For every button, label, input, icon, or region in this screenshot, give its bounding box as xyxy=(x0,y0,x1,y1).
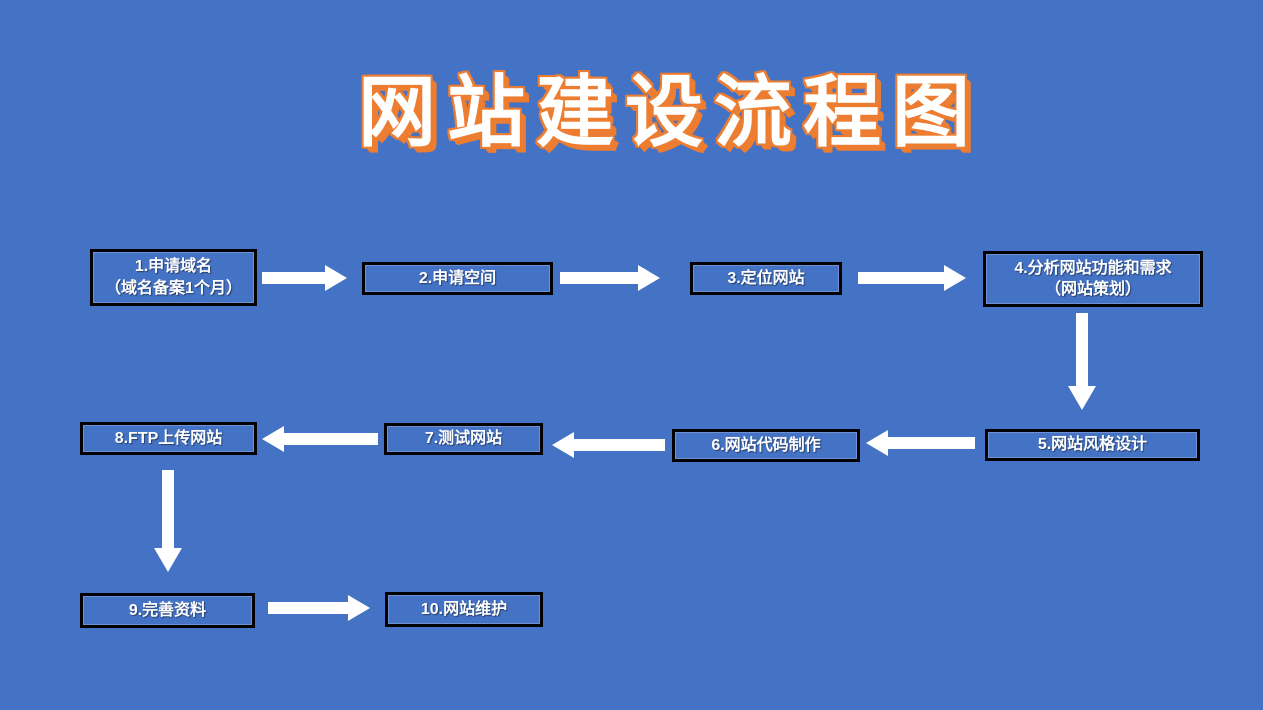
flow-step-label: 3.定位网站 xyxy=(727,269,805,287)
flow-step-label: 4.分析网站功能和需求 xyxy=(1014,259,1172,277)
flow-step-sublabel: （域名备案1个月） xyxy=(105,279,242,297)
flow-step-label: 7.测试网站 xyxy=(424,430,503,448)
flow-step-label: 6.网站代码制作 xyxy=(711,436,821,454)
flow-step-label: 8.FTP上传网站 xyxy=(114,429,223,447)
arrow-left-icon xyxy=(866,430,975,456)
arrow-left-icon xyxy=(262,426,378,452)
arrow-down-icon xyxy=(154,470,182,572)
arrow-right-icon xyxy=(262,265,347,291)
arrow-left-icon xyxy=(552,432,665,458)
flow-step-3-position-site: 3.定位网站 xyxy=(690,262,842,295)
flow-step-sublabel: （网站策划） xyxy=(1044,281,1141,298)
flow-step-7-test-site: 7.测试网站 xyxy=(384,423,543,455)
flow-step-1-apply-domain: 1.申请域名 （域名备案1个月） xyxy=(90,249,257,306)
flow-step-4-analyze-requirements: 4.分析网站功能和需求 （网站策划） xyxy=(983,251,1203,307)
arrow-right-icon xyxy=(560,265,660,291)
flow-step-label: 9.完善资料 xyxy=(128,601,207,619)
flow-step-label: 1.申请域名 xyxy=(134,258,213,276)
flow-step-10-site-maintenance: 10.网站维护 xyxy=(385,592,543,627)
flow-step-label: 5.网站风格设计 xyxy=(1037,436,1148,454)
flow-step-8-ftp-upload: 8.FTP上传网站 xyxy=(80,422,257,455)
flow-step-label: 2.申请空间 xyxy=(418,269,497,287)
flow-step-2-apply-space: 2.申请空间 xyxy=(362,262,553,295)
arrow-right-icon xyxy=(858,265,966,291)
arrow-right-icon xyxy=(268,595,370,621)
arrow-down-icon xyxy=(1068,313,1096,410)
page-title: 网站建设流程图 xyxy=(358,68,982,156)
flow-step-6-code-production: 6.网站代码制作 xyxy=(672,429,860,462)
flow-step-label: 10.网站维护 xyxy=(420,600,508,618)
flow-step-5-style-design: 5.网站风格设计 xyxy=(985,429,1200,461)
flow-step-9-complete-info: 9.完善资料 xyxy=(80,593,255,628)
